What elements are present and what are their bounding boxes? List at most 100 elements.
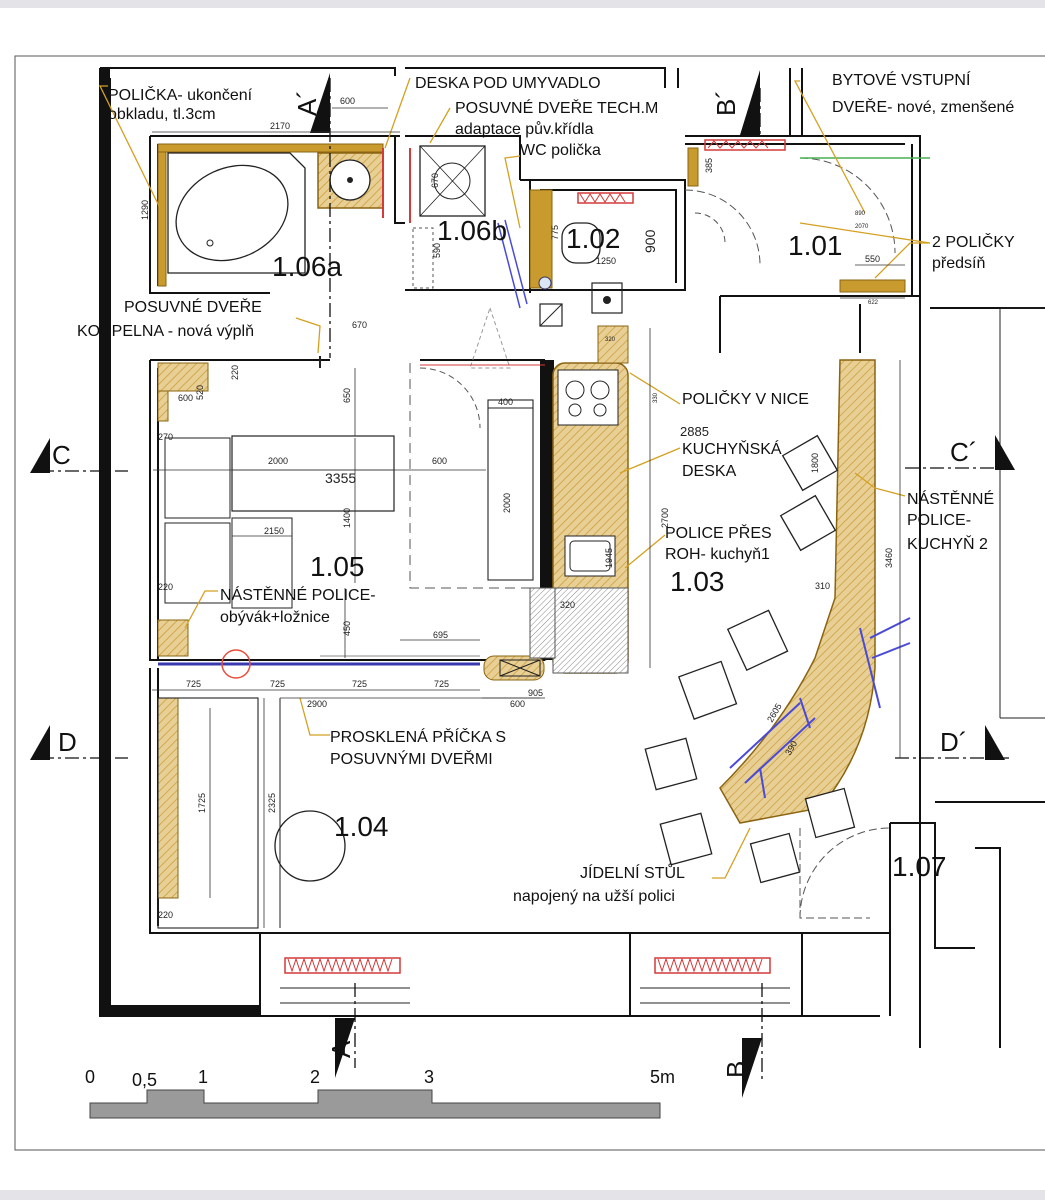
dim-890: 890 [855,211,866,217]
dim-1800: 1800 [810,453,820,473]
drawing-sheet: 1.06a 1.06b 1.02 1.01 1.05 1.03 1.04 1.0… [0,8,1045,1190]
sheet-frame [14,55,1045,1151]
dim-725c: 725 [352,679,367,689]
dim-1945: 1945 [604,548,614,568]
dim-385: 385 [704,158,714,173]
wall-fills [100,68,554,1016]
label-posuvne-tech-2: adaptace pův.křídla [455,120,594,138]
glass-partition [158,649,545,681]
dim-2170: 2170 [270,121,290,131]
section-a-bottom: A [326,1040,356,1058]
label-posuvne-koup-2: KOUPELNA - nová výplň [77,323,254,340]
floor-plan-drawing: 1.06a 1.06b 1.02 1.01 1.05 1.03 1.04 1.0… [14,55,1045,1151]
section-a-top: A´ [292,90,322,116]
dim-670b: 670 [352,320,367,330]
label-posuvne-koup-1: POSUVNÉ DVEŘE [124,297,262,316]
dim-725b: 725 [270,679,285,689]
dimension-lines [152,107,905,928]
dim-622: 622 [868,300,879,306]
label-dve-policky-2: předsíň [932,255,985,272]
scale-1: 1 [198,1067,208,1087]
entry-101 [687,139,930,293]
dim-1250: 1250 [596,256,616,266]
room-105 [157,356,545,657]
dim-725d: 725 [434,679,449,689]
dim-775: 775 [550,225,560,240]
label-posuvne-tech-1: POSUVNÉ DVEŘE TECH.M [455,98,658,117]
scale-bar: 0 0,5 1 2 3 5m [85,1067,675,1119]
room-102: 1.02 [566,223,621,254]
section-c-left: C [52,440,71,470]
room-106b: 1.06b [437,215,507,246]
wc-102 [529,189,761,314]
room-104 [157,697,346,929]
room-105: 1.05 [310,551,365,582]
label-police-pres-1: POLICE PŘES [665,523,772,542]
section-lines [30,70,1015,1098]
dim-900: 900 [642,229,658,253]
dim-320b: 320 [605,337,616,343]
dim-220c: 220 [158,910,173,920]
label-prosklena-1: PROSKLENÁ PŘÍČKA S [330,727,506,746]
dim-600b: 600 [178,393,193,403]
scale-0: 0 [85,1067,95,1087]
label-bytove-1: BYTOVÉ VSTUPNÍ [832,70,971,89]
dim-3355: 3355 [325,470,356,486]
dim-450: 450 [342,621,352,636]
label-nastenne-k2-1: NÁSTĚNNÉ [907,489,994,508]
dim-400: 400 [498,397,513,407]
label-policky-nice: POLIČKY V NICE [682,389,809,408]
dim-220b: 220 [158,582,173,592]
dim-2900: 2900 [307,699,327,709]
room-103: 1.03 [670,566,725,597]
dim-600c: 600 [432,456,447,466]
leader-lines [98,77,931,879]
dim-310: 310 [815,581,830,591]
dim-2000a: 2000 [268,456,288,466]
label-nastenne-k2-2: POLICE- [907,512,971,529]
dim-650: 650 [342,388,352,403]
scale-05: 0,5 [132,1070,157,1090]
label-nastenne-k2-3: KUCHYŇ 2 [907,534,988,553]
dim-905: 905 [528,688,543,698]
label-nastenne-ob-1: NÁSTĚNNÉ POLICE- [220,585,376,604]
room-107: 1.07 [892,851,947,882]
dim-3460: 3460 [884,548,894,568]
kitchen-103 [529,325,911,919]
section-b-bottom: B [721,1061,751,1078]
dim-695: 695 [433,630,448,640]
label-jidelni-1: JÍDELNÍ STŮL [580,863,685,882]
section-d-right: D´ [940,727,967,757]
scale-5m: 5m [650,1067,675,1087]
dim-2150: 2150 [264,526,284,536]
label-prosklena-2: POSUVNÝMI DVEŘMI [330,749,493,768]
dim-600d: 600 [510,699,525,709]
room-101: 1.01 [788,230,843,261]
dim-320a: 320 [560,600,575,610]
dim-1725: 1725 [197,793,207,813]
scale-3: 3 [424,1067,434,1087]
scale-2: 2 [310,1067,320,1087]
room-106a: 1.06a [272,251,342,282]
dim-590: 590 [432,243,442,258]
dim-1290: 1290 [140,200,150,220]
dim-330: 330 [653,392,659,403]
label-kuch-deska-1: KUCHYŇSKÁ [682,439,782,458]
dim-2325: 2325 [267,793,277,813]
bathroom-106a [157,143,384,287]
dim-220a: 220 [230,365,240,380]
dim-1400: 1400 [342,508,352,528]
label-kuch-deska-2: DESKA [682,463,737,480]
radiators [280,957,790,1004]
label-deska: DESKA POD UMYVADLO [415,75,601,92]
section-marks: A´ B´ C C´ D D´ A B [52,90,977,1078]
label-policka-1: POLIČKA- ukončení [108,85,253,104]
section-d-left: D [58,727,77,757]
dim-670a: 670 [430,173,440,188]
annotation-labels: POLIČKA- ukončení obkladu, tl.3cm DESKA … [77,70,1015,905]
tech-106b [409,145,563,369]
label-nastenne-ob-2: obývák+ložnice [220,609,330,626]
section-b-top: B´ [711,90,741,116]
dim-520: 520 [195,385,205,400]
external-windows [999,307,1045,719]
